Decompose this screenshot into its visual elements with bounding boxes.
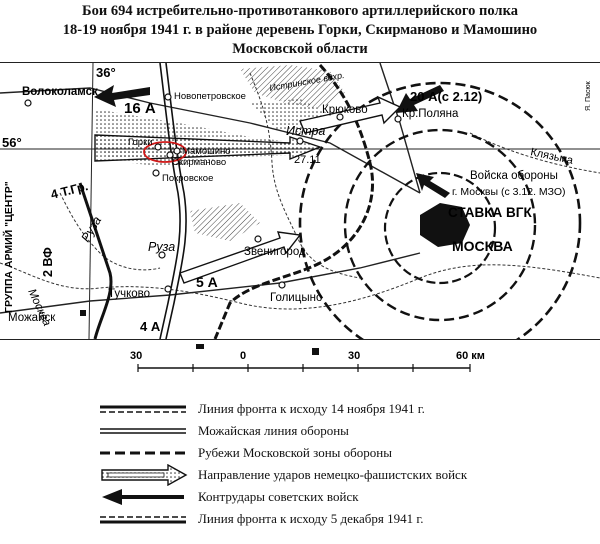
german-attack-arrow-south [179, 231, 302, 284]
settlement-kryukovo [336, 113, 344, 121]
label-stavka: СТАВКА ВГК [448, 205, 532, 220]
label-unit-20a: 20 А(с 2.12) [410, 89, 482, 104]
river-moskva [0, 262, 600, 310]
forest-area-south [190, 203, 260, 241]
railway-volokolamsk [0, 87, 421, 194]
map-legend: Линия фронта к исходу 14 ноября 1941 г. … [0, 392, 600, 542]
river-ruza [59, 192, 161, 271]
legend-text-soviet-counter: Контрудары советских войск [198, 489, 359, 504]
forest-area-north [240, 65, 345, 109]
legend-item-soviet-counter: Контрудары советских войск [0, 486, 600, 508]
scale-label-60-km: 60 км [456, 350, 485, 362]
title-line-3: Московской области [232, 41, 368, 57]
settlement-volokolamsk [24, 99, 32, 107]
label-unit-2vf: 2 ВФ [41, 247, 55, 277]
label-ruza-town: Руза [148, 240, 175, 254]
label-zvenigorod: Звенигород [244, 246, 306, 258]
label-golitsyno: Голицыно [270, 292, 322, 304]
scale-bar: 30 0 30 60 км [0, 341, 600, 384]
label-tuchkovo: Тучково [108, 288, 150, 300]
legend-symbol-soviet-counter [102, 489, 184, 505]
legend-symbol-front-nov14 [100, 405, 186, 413]
mozhaysk-defense-line-a [159, 63, 181, 339]
settlement-gorki [154, 143, 162, 151]
scale-label-30-left: 30 [130, 350, 142, 362]
scale-marker [196, 341, 204, 349]
settlement-zvenigorod [254, 235, 262, 243]
legend-item-german-attacks: Направление ударов немецко-фашистских во… [0, 464, 600, 486]
label-defense-troops: Войска обороны [470, 170, 558, 182]
label-moskva-city: МОСКВА [452, 238, 513, 254]
label-novopetrovskoe: Новопетровское [174, 91, 246, 102]
settlement-skirmanovo [166, 151, 174, 159]
soviet-counter-arrow-20a [396, 85, 444, 113]
river-istra [249, 72, 361, 279]
label-kr-polyana: Кр.Поляна [402, 108, 459, 120]
moscow-zone-ring-middle [343, 128, 537, 322]
label-istra: Истра [286, 124, 325, 138]
legend-item-mozhaysk-line: Можайская линия обороны [0, 420, 600, 442]
soviet-counter-arrow-16a [94, 85, 150, 107]
label-mozhaysk: Можайск [8, 312, 56, 324]
label-credit: Я. Пасюк [585, 80, 592, 111]
map-title: Бои 694 истребительно-противотанкового а… [0, 2, 600, 59]
legend-symbol-front-dec5 [100, 516, 186, 524]
battle-map: 36° 56° Я. Пасюк Волоколамск Новопетровс… [0, 62, 600, 340]
legend-symbol-moscow-zone [100, 451, 186, 455]
front-line-nov14 [78, 182, 113, 339]
label-kryukovo: Крюково [322, 104, 368, 116]
label-volokolamsk: Волоколамск [22, 86, 98, 98]
settlement-istra [296, 137, 304, 145]
legend-symbol-mozhaysk-line [100, 428, 186, 434]
legend-item-moscow-zone: Рубежи Московской зоны обороны [0, 442, 600, 464]
label-meridian: 36° [96, 65, 116, 80]
legend-item-front-nov14: Линия фронта к исходу 14 ноября 1941 г. [0, 398, 600, 420]
settlement-mamoshino [173, 147, 181, 155]
legend-item-front-dec5: Линия фронта к исходу 5 декабря 1941 г. [0, 508, 600, 530]
label-unit-16a: 16 А [124, 100, 156, 117]
label-army-group: ГРУППА АРМИЙ "ЦЕНТР" [2, 181, 15, 313]
legend-text-german-attacks: Направление ударов немецко-фашистских во… [198, 467, 468, 482]
legend-text-moscow-zone: Рубежи Московской зоны обороны [198, 445, 392, 460]
settlement-golitsyno [278, 281, 286, 289]
settlement-mozhaysk [80, 310, 86, 316]
label-istra-date: 27.11 [294, 154, 321, 166]
label-mamoshino: Мамошино [182, 146, 231, 157]
label-unit-4a: 4 А [140, 319, 161, 334]
title-line-2: 18-19 ноября 1941 г. в районе деревень Г… [62, 22, 538, 38]
settlement-novopetrovskoe [164, 93, 172, 101]
label-unit-5a: 5 А [196, 274, 218, 290]
legend-text-mozhaysk-line: Можайская линия обороны [198, 423, 349, 438]
settlement-ruza [158, 251, 166, 259]
settlement-tuchkovo [164, 285, 172, 293]
railway-west [0, 252, 421, 314]
soviet-counter-arrow-stavka [416, 173, 450, 198]
meridian-line [88, 63, 94, 339]
scale-label-0: 0 [240, 350, 246, 362]
railway-north [379, 63, 421, 194]
moscow-city [420, 203, 470, 247]
legend-symbol-german-attacks [101, 464, 188, 486]
battle-area-highlight [143, 141, 187, 163]
label-skirmanovo: Скирманово [172, 157, 226, 168]
moscow-zone-ring-inner [383, 171, 497, 285]
moscow-zone-ring-outer [298, 81, 582, 339]
legend-text-front-dec5: Линия фронта к исходу 5 декабря 1941 г. [198, 511, 424, 526]
german-attack-arrow-istra [94, 134, 323, 162]
settlement-kr-polyana [394, 115, 402, 123]
scale-marker [312, 348, 319, 355]
label-unit-4tgr: 4 Т.Гр. [49, 179, 89, 202]
german-attack-arrow-north [299, 95, 402, 134]
mozhaysk-defense-line-b [165, 63, 187, 339]
label-parallel: 56° [2, 135, 22, 150]
map-canvas: 36° 56° Я. Пасюк Волоколамск Новопетровс… [0, 63, 600, 339]
label-pokrovskoe: Покровское [162, 173, 213, 184]
legend-text-front-nov14: Линия фронта к исходу 14 ноября 1941 г. [198, 401, 425, 416]
scale-label-30-right: 30 [348, 350, 360, 362]
label-defense-troops-2: г. Москвы (с 3.12. МЗО) [452, 186, 566, 198]
title-line-1: Бои 694 истребительно-противотанкового а… [82, 3, 518, 19]
settlement-pokrovskoe [152, 169, 160, 177]
label-gorki: Горки [128, 137, 153, 148]
